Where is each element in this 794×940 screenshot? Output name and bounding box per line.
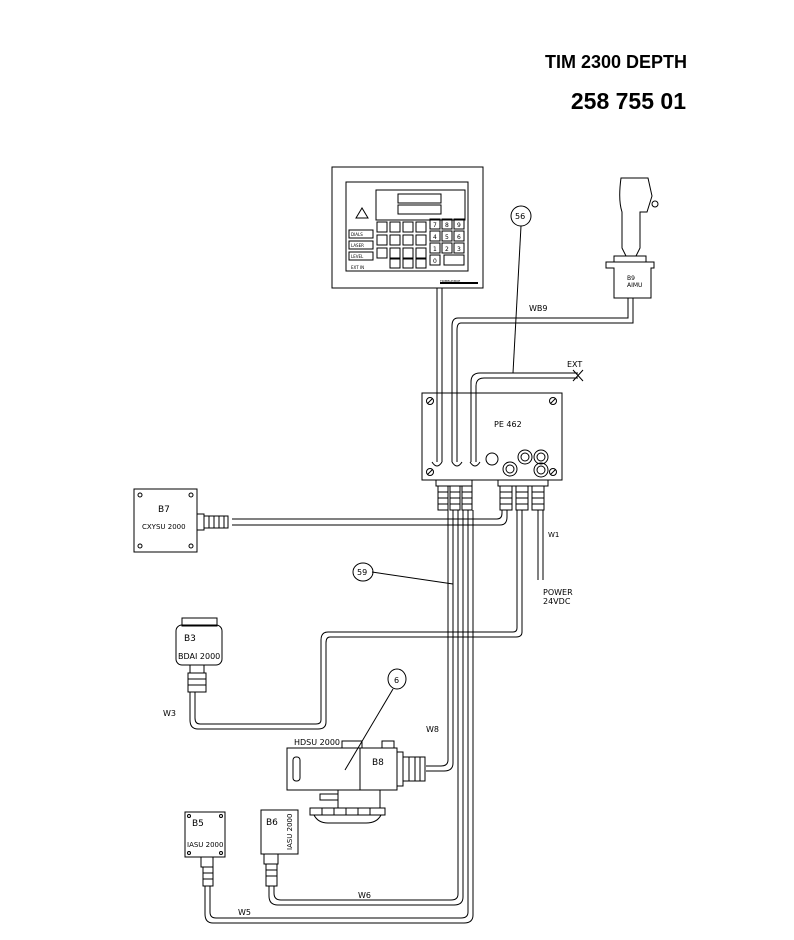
sensor-b8-type: HDSU 2000 bbox=[294, 738, 340, 747]
pe462-box bbox=[421, 392, 563, 511]
cable-b7 bbox=[232, 510, 503, 520]
sensor-b3-type: BDAI 2000 bbox=[178, 652, 220, 661]
panel-key: 7 bbox=[433, 222, 437, 229]
callout-59 bbox=[352, 562, 374, 582]
cable-w1-label: W1 bbox=[548, 531, 559, 539]
sensor-b5 bbox=[184, 811, 226, 887]
cable-panel bbox=[436, 288, 443, 462]
panel-brand: TRIMBLE/BOE bbox=[439, 279, 460, 283]
cable-w6-label: W6 bbox=[358, 891, 371, 900]
panel-side-label: LASER bbox=[351, 243, 364, 248]
cable-w5-label: W5 bbox=[238, 908, 251, 917]
sensor-b7 bbox=[133, 488, 229, 553]
power-label: POWER bbox=[543, 588, 573, 597]
panel-key: 3 bbox=[457, 246, 461, 253]
panel-side-label: LEVEL bbox=[351, 254, 364, 259]
joystick-b9 bbox=[605, 177, 659, 299]
panel-key: 2 bbox=[445, 246, 449, 253]
sensor-b7-id: B7 bbox=[158, 505, 170, 515]
callout-6 bbox=[387, 668, 407, 690]
cable-ext-label: EXT bbox=[567, 360, 582, 369]
pe462-connectors bbox=[435, 479, 549, 511]
panel-key: 6 bbox=[457, 234, 461, 241]
control-panel bbox=[331, 166, 484, 289]
sensor-b5-type: IASU 2000 bbox=[187, 841, 223, 849]
sensor-b6 bbox=[260, 809, 299, 887]
sensor-b7-type: CXYSU 2000 bbox=[142, 523, 186, 531]
warning-icon bbox=[355, 207, 369, 219]
cable-ext bbox=[470, 372, 578, 462]
callout-59-text: 59 bbox=[357, 568, 367, 577]
joystick-id: B9 bbox=[627, 275, 635, 282]
cable-w8-label: W8 bbox=[426, 725, 439, 734]
panel-side-label: DIALS bbox=[351, 232, 363, 237]
sensor-b3-id: B3 bbox=[184, 634, 196, 644]
panel-key: 9 bbox=[457, 222, 461, 229]
panel-key: 0 bbox=[433, 258, 437, 265]
panel-key: 1 bbox=[433, 246, 437, 253]
joystick-type: AIMU bbox=[627, 282, 642, 289]
callout-59-leader bbox=[371, 571, 454, 585]
panel-keypad bbox=[429, 218, 465, 266]
panel-function-keys bbox=[376, 221, 427, 269]
panel-side-label: EXT IN bbox=[351, 265, 364, 270]
panel-key: 8 bbox=[445, 222, 449, 229]
sensor-b3 bbox=[175, 617, 223, 693]
callout-56 bbox=[510, 205, 532, 227]
pe462-label: PE 462 bbox=[494, 420, 522, 429]
cable-w8 bbox=[426, 510, 449, 767]
document-title: TIM 2300 DEPTH bbox=[544, 52, 687, 72]
ext-cap-icon bbox=[572, 369, 584, 382]
sensor-b5-id: B5 bbox=[192, 819, 204, 829]
cable-w5 bbox=[209, 510, 469, 919]
cable-w3 bbox=[194, 510, 518, 725]
document-number: 258 755 01 bbox=[570, 88, 686, 114]
callout-56-text: 56 bbox=[515, 212, 525, 221]
panel-key: 5 bbox=[445, 234, 449, 241]
panel-key: 4 bbox=[433, 234, 437, 241]
cable-w1 bbox=[537, 510, 544, 580]
sensor-b8-id: B8 bbox=[372, 758, 384, 768]
cable-wb9-label: WB9 bbox=[529, 304, 548, 313]
sensor-b6-id: B6 bbox=[266, 818, 278, 828]
power-voltage-label: 24VDC bbox=[543, 597, 571, 606]
cable-w3-label: W3 bbox=[163, 709, 176, 718]
callout-6-leader bbox=[344, 688, 394, 771]
callout-56-leader bbox=[512, 225, 522, 374]
sensor-b8 bbox=[286, 740, 426, 824]
callout-6-text: 6 bbox=[394, 676, 399, 685]
cable-w6 bbox=[273, 510, 459, 901]
sensor-b6-type: IASU 2000 bbox=[286, 814, 294, 850]
cable-wb9 bbox=[451, 298, 629, 462]
